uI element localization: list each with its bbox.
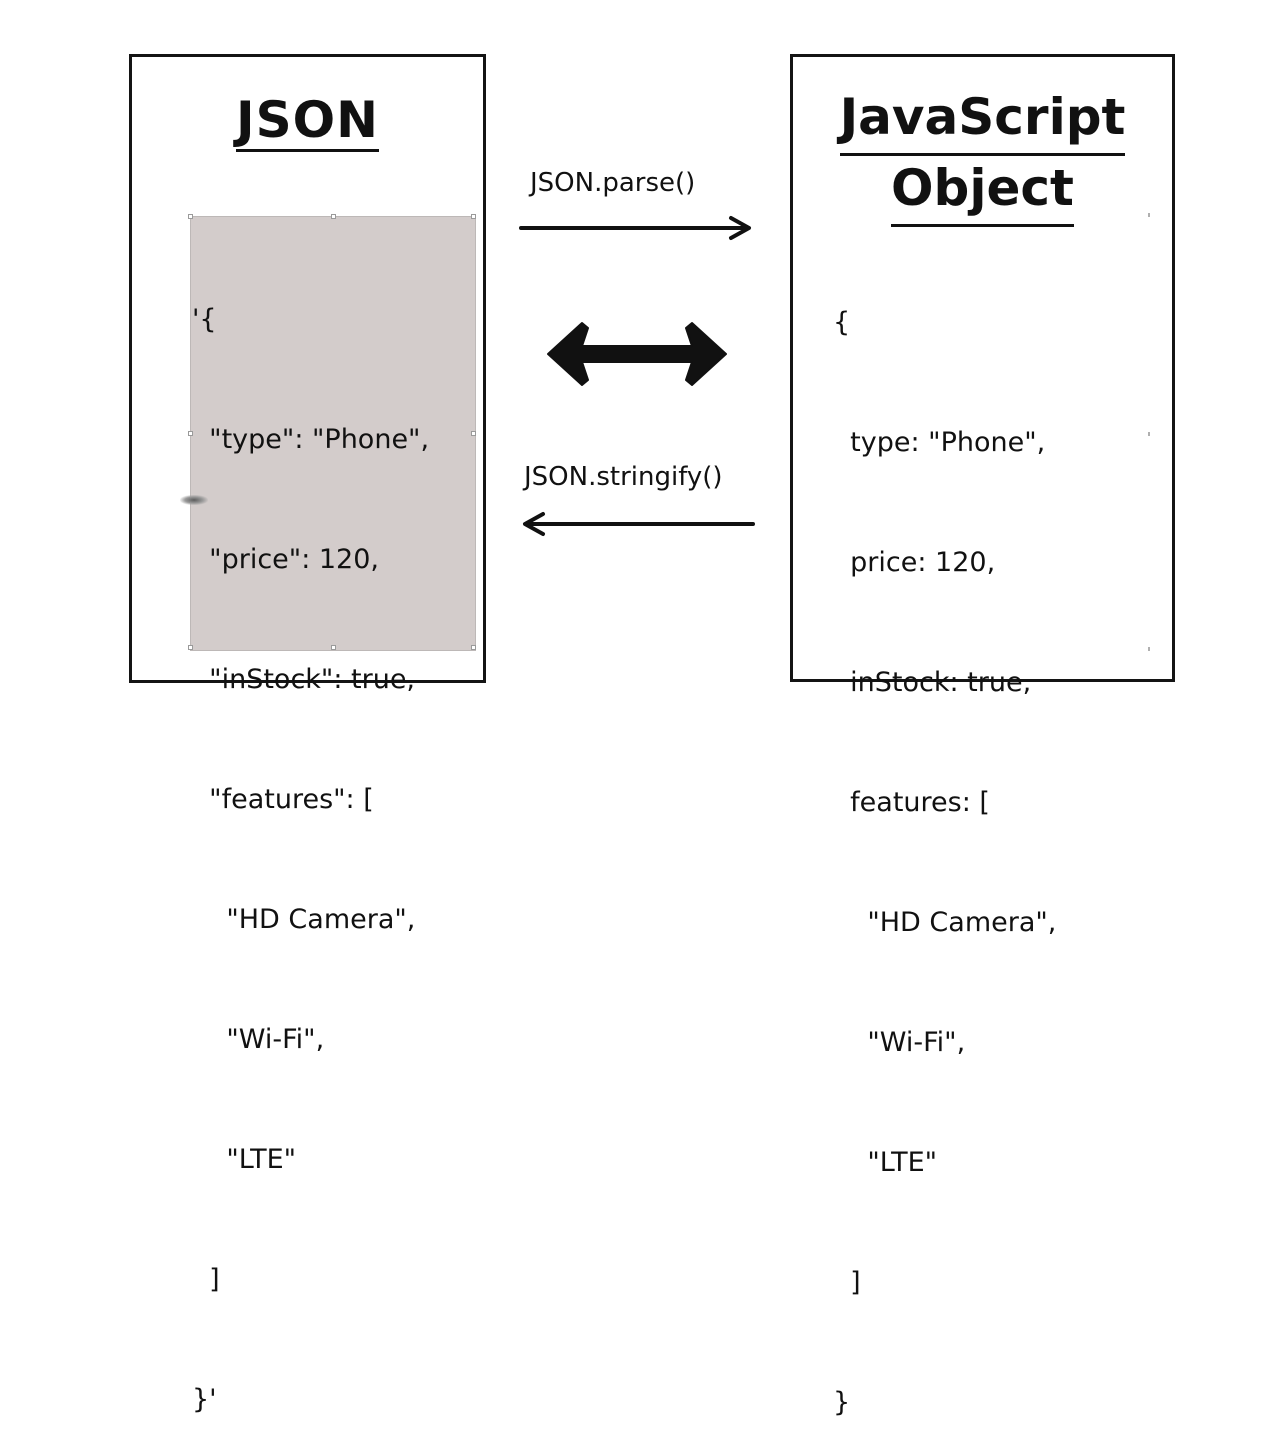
edge-tick-mark bbox=[1148, 647, 1150, 651]
json-code-line: "features": [ bbox=[192, 784, 374, 815]
javascript-object-panel-title: JavaScript Object bbox=[793, 85, 1172, 227]
selection-handle-top-right bbox=[471, 214, 476, 219]
selection-handle-bottom-middle bbox=[331, 645, 336, 650]
selection-handle-middle-left bbox=[188, 431, 193, 436]
js-title-line1: JavaScript bbox=[839, 85, 1126, 156]
json-code-line: }' bbox=[192, 1384, 217, 1415]
stringify-method-label: JSON.stringify() bbox=[524, 462, 723, 492]
js-code-line: price: 120, bbox=[833, 547, 996, 578]
javascript-object-panel: JavaScript Object { type: "Phone", price… bbox=[790, 54, 1175, 1418]
selection-handle-bottom-right bbox=[471, 645, 476, 650]
js-code-line: ] bbox=[833, 1267, 861, 1298]
selection-handle-middle-right bbox=[471, 431, 476, 436]
diagram-canvas: JSON '{ "type": "Phone", "price": 120, "… bbox=[129, 54, 1175, 1418]
json-code-line: "type": "Phone", bbox=[192, 424, 430, 455]
json-panel: JSON '{ "type": "Phone", "price": 120, "… bbox=[129, 54, 486, 1415]
json-code-line: "HD Camera", bbox=[192, 904, 416, 935]
json-code-block: '{ "type": "Phone", "price": 120, "inSto… bbox=[192, 220, 429, 1440]
js-title-line2: Object bbox=[891, 156, 1074, 227]
selection-handle-top-middle bbox=[331, 214, 336, 219]
js-code-line: "LTE" bbox=[833, 1147, 938, 1178]
js-code-line: inStock: true, bbox=[833, 667, 1032, 698]
double-arrow-icon bbox=[547, 322, 727, 386]
js-code-line: } bbox=[833, 1387, 851, 1418]
parse-method-label: JSON.parse() bbox=[530, 168, 696, 198]
json-code-line: "price": 120, bbox=[192, 544, 379, 575]
edge-tick-mark bbox=[1148, 432, 1150, 436]
json-code-line: '{ bbox=[192, 304, 217, 335]
json-code-line: "Wi-Fi", bbox=[192, 1024, 325, 1055]
cursor-blur-mark bbox=[180, 495, 208, 505]
json-code-line: ] bbox=[192, 1264, 220, 1295]
selection-handle-top-left bbox=[188, 214, 193, 219]
json-code-line: "LTE" bbox=[192, 1144, 297, 1175]
json-title-text: JSON bbox=[236, 95, 379, 152]
js-code-line: { bbox=[833, 307, 851, 338]
js-code-line: "Wi-Fi", bbox=[833, 1027, 966, 1058]
json-code-selection-box bbox=[188, 214, 476, 651]
js-code-line: type: "Phone", bbox=[833, 427, 1046, 458]
js-code-line: "HD Camera", bbox=[833, 907, 1057, 938]
arrow-left-icon bbox=[523, 512, 755, 536]
edge-tick-mark bbox=[1148, 213, 1150, 217]
js-code-line: features: [ bbox=[833, 787, 990, 818]
arrow-right-icon bbox=[519, 216, 751, 240]
selection-handle-bottom-left bbox=[188, 645, 193, 650]
json-code-line: "inStock": true, bbox=[192, 664, 416, 695]
js-object-code-block: { type: "Phone", price: 120, inStock: tr… bbox=[833, 223, 1056, 1440]
json-panel-title: JSON bbox=[132, 95, 483, 152]
